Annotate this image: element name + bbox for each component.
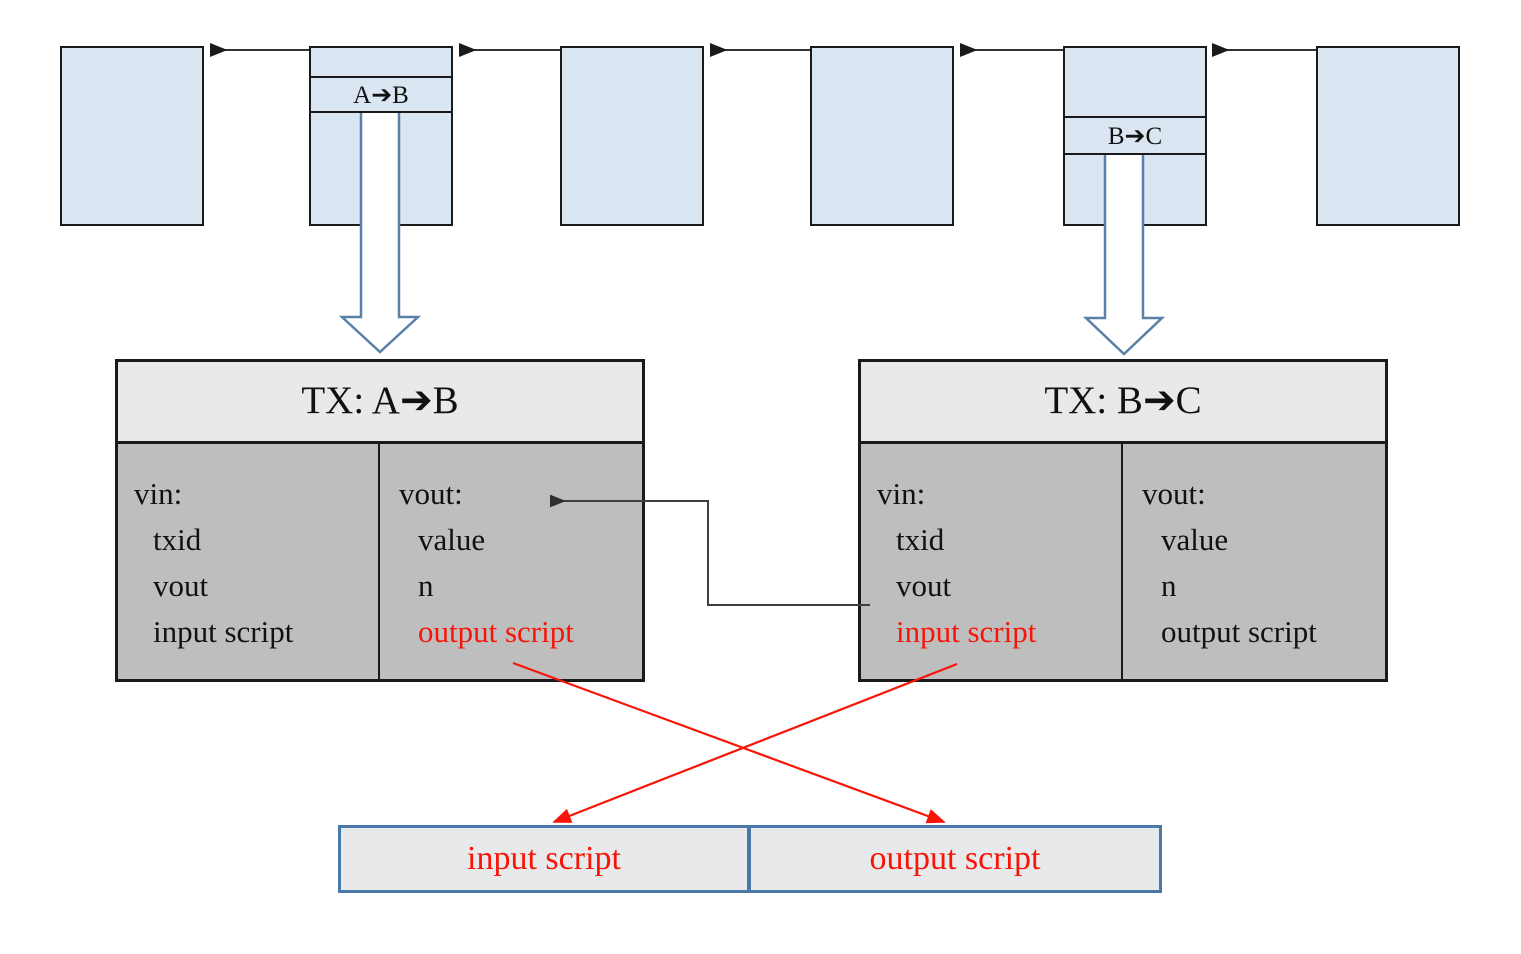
- input-script-cell: input script: [341, 828, 751, 890]
- chain-block-3: [560, 46, 704, 226]
- output-script-cell: output script: [869, 840, 1041, 877]
- vout-field-n: n: [1161, 568, 1177, 603]
- tx-a-b-vout-column: vout: value n output script: [380, 444, 642, 679]
- vin-heading: vin:: [877, 476, 926, 511]
- tx-b-c-vout-column: vout: value n output script: [1123, 444, 1385, 679]
- chain-block-4: [810, 46, 954, 226]
- vout-field-output-script: output script: [418, 614, 574, 649]
- output-script-arrow: [512, 661, 946, 824]
- vout-field-n: n: [418, 568, 434, 603]
- tx-box-b-c: TX: B➔C vin: txid vout input script vout…: [858, 359, 1388, 682]
- vout-heading: vout:: [399, 476, 463, 511]
- vout-field-output-script: output script: [1161, 614, 1317, 649]
- chain-block-5: B➔C: [1063, 46, 1207, 226]
- chain-block-2-tx-label: A➔B: [311, 76, 451, 113]
- vin-field-txid: txid: [896, 522, 945, 557]
- tx-box-a-b: TX: A➔B vin: txid vout input script vout…: [115, 359, 645, 682]
- vin-field-input-script: input script: [896, 614, 1037, 649]
- script-validation-box: input script output script: [338, 825, 1162, 893]
- vout-field-value: value: [418, 522, 486, 557]
- vin-field-txid: txid: [153, 522, 202, 557]
- vin-field-input-script: input script: [153, 614, 294, 649]
- chain-block-6: [1316, 46, 1460, 226]
- vout-field-value: value: [1161, 522, 1229, 557]
- vin-field-vout: vout: [896, 568, 952, 603]
- vin-heading: vin:: [134, 476, 183, 511]
- input-script-arrow: [552, 662, 958, 824]
- tx-b-c-label: B➔C: [1107, 122, 1163, 150]
- vin-field-vout: vout: [153, 568, 209, 603]
- chain-block-1: [60, 46, 204, 226]
- tx-a-b-label: A➔B: [353, 81, 409, 109]
- tx-b-c-title: TX: B➔C: [861, 362, 1385, 444]
- vout-heading: vout:: [1142, 476, 1206, 511]
- chain-block-5-tx-label: B➔C: [1065, 116, 1205, 155]
- tx-a-b-vin-column: vin: txid vout input script: [118, 444, 380, 679]
- tx-b-c-vin-column: vin: txid vout input script: [861, 444, 1123, 679]
- tx-a-b-title: TX: A➔B: [118, 362, 642, 444]
- chain-block-2: A➔B: [309, 46, 453, 226]
